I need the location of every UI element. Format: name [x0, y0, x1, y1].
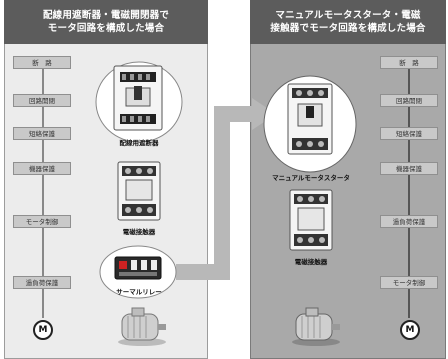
left-function-label: 短絡保護 [13, 127, 71, 140]
left-function-line [42, 56, 44, 318]
manual-starter-device-image [287, 83, 333, 155]
right-contactor-device-image [289, 189, 333, 251]
left-motor-symbol: M [33, 320, 53, 340]
left-function-label: 過負荷保護 [13, 276, 71, 289]
contactor-device-image [117, 161, 161, 221]
right-function-label: 機器保護 [380, 162, 438, 175]
right-function-label: 断 路 [380, 56, 438, 69]
breaker-device-image [113, 65, 163, 131]
right-function-label: 短絡保護 [380, 127, 438, 140]
left-function-label: 回路開閉 [13, 94, 71, 107]
right-function-line [408, 56, 410, 318]
left-title-line2: モータ回路を構成した場合 [47, 23, 165, 34]
relay-caption: サーマルリレー [116, 288, 162, 296]
left-function-label: モータ制御 [13, 215, 71, 228]
left-panel-header: 配線用遮断器・電磁開閉器で モータ回路を構成した場合 [4, 0, 208, 44]
thermal-relay-device-image [114, 256, 162, 280]
right-title-line2: 接触器でモータ回路を構成した場合 [270, 23, 426, 34]
right-motor-image [292, 307, 340, 346]
breaker-caption: 配線用遮断器 [119, 139, 159, 147]
left-contactor-caption: 電磁接触器 [122, 228, 156, 236]
right-motor-symbol: M [400, 320, 420, 340]
left-function-label: 機器保護 [13, 162, 71, 175]
right-panel-header: マニュアルモータスタータ・電磁 接触器でモータ回路を構成した場合 [250, 0, 446, 44]
left-title-line1: 配線用遮断器・電磁開閉器で [42, 10, 170, 21]
right-function-label: モータ制御 [380, 276, 438, 289]
right-contactor-caption: 電磁接触器 [294, 258, 328, 266]
right-title-line1: マニュアルモータスタータ・電磁 [275, 10, 421, 21]
right-function-label: 回路開閉 [380, 94, 438, 107]
right-function-label: 過負荷保護 [380, 215, 438, 228]
starter-caption: マニュアルモータスタータ [272, 174, 350, 182]
left-motor-image [118, 307, 166, 346]
left-function-label: 断 路 [13, 56, 71, 69]
